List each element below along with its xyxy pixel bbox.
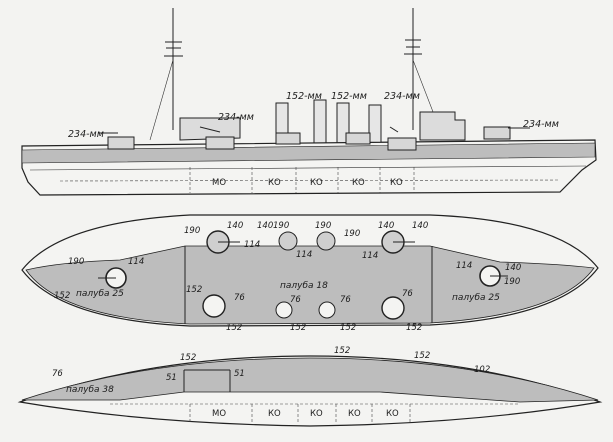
armor-label: 152 — [54, 291, 70, 301]
armor-label: 190 — [344, 229, 360, 239]
deck-label-left: палуба 25 — [76, 289, 124, 299]
section-compartment-1: КО — [268, 409, 281, 419]
section-compartment-4: КО — [386, 409, 399, 419]
compartment-2: КО — [310, 178, 323, 188]
armor-label: 152 — [186, 285, 202, 295]
label-fore-234: 234-мм — [68, 129, 104, 140]
armor-label: 140 — [378, 221, 394, 231]
armor-label: 140 — [227, 221, 243, 231]
deck-label-center: палуба 18 — [280, 281, 328, 291]
compartment-0: МО — [212, 178, 226, 188]
section-label: 76 — [52, 369, 63, 379]
armor-label: 190 — [315, 221, 331, 231]
barbettes — [98, 230, 508, 320]
section-label: 51 — [234, 369, 245, 379]
section-compartment-2: КО — [310, 409, 323, 419]
armor-label: 152 — [340, 323, 356, 333]
section-label: 152 — [414, 351, 430, 361]
armor-label: 190 — [273, 221, 289, 231]
armor-label: 190 — [504, 277, 520, 287]
armor-label: 190 — [184, 226, 200, 236]
plan-view: 190 140 190 190 190 140 140 140 190 114 … — [21, 214, 599, 333]
armor-label: 114 — [362, 251, 378, 261]
section-deck-armor — [21, 357, 599, 403]
armor-label: 76 — [402, 289, 413, 299]
armor-label: 140 — [257, 221, 273, 231]
compartment-1: КО — [268, 178, 281, 188]
label-aft-234-upper: 234-мм — [384, 91, 420, 102]
plan-deck-armor — [25, 245, 595, 325]
section-label: 152 — [334, 346, 350, 356]
aft-superstructure — [419, 111, 466, 141]
armor-label: 152 — [290, 323, 306, 333]
armor-label: 76 — [290, 295, 301, 305]
compartment-3: КО — [352, 178, 365, 188]
armor-label: 76 — [340, 295, 351, 305]
armor-label: 152 — [406, 323, 422, 333]
section-label: 102 — [474, 365, 490, 375]
armor-label: 114 — [296, 250, 312, 260]
section-label: 51 — [166, 373, 177, 383]
armor-label: 140 — [505, 263, 521, 273]
armor-label: 190 — [68, 257, 84, 267]
label-sec-152-right: 152-мм — [331, 91, 367, 102]
armor-label: 114 — [456, 261, 472, 271]
side-view: 234-мм 234-мм 152-мм 152-мм 234-мм 234-м… — [21, 8, 597, 196]
armor-label: 114 — [128, 257, 144, 267]
section-label: 152 — [180, 353, 196, 363]
section-compartment-0: МО — [212, 409, 226, 419]
deck-label-right: палуба 25 — [452, 293, 500, 303]
turrets-side — [98, 126, 530, 151]
armor-label: 114 — [244, 240, 260, 250]
section-compartment-3: КО — [348, 409, 361, 419]
compartment-4: КО — [390, 178, 403, 188]
side-compartments: МО КО КО КО КО — [189, 167, 415, 193]
armor-label: 152 — [226, 323, 242, 333]
label-sec-152-left: 152-мм — [286, 91, 322, 102]
label-aft-234: 234-мм — [523, 119, 559, 130]
armor-label: 140 — [412, 221, 428, 231]
fore-mast — [149, 8, 183, 141]
section-deck-label: палуба 38 — [66, 385, 114, 395]
label-mid-234: 234-мм — [218, 112, 254, 123]
armor-label: 76 — [234, 293, 245, 303]
section-view: 76 152 152 152 102 51 51 палуба 38 МО КО… — [17, 346, 603, 427]
